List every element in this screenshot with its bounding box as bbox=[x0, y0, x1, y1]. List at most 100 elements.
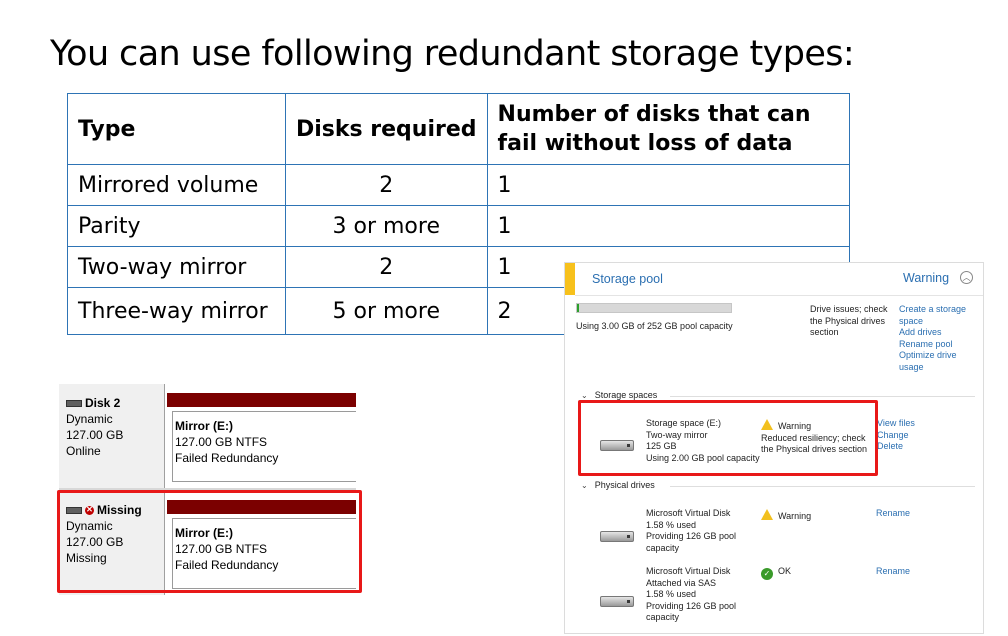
drive-status: Warning bbox=[761, 508, 811, 523]
slide-title: You can use following redundant storage … bbox=[50, 34, 855, 74]
cell-type: Two-way mirror bbox=[67, 246, 286, 288]
storage-space-actions: View files Change Delete bbox=[877, 418, 915, 453]
header-disks-required: Disks required bbox=[285, 93, 488, 165]
disk-type: Dynamic bbox=[66, 519, 113, 533]
drive-usage: 1.58 % used bbox=[646, 519, 697, 530]
disk-management-panel: Disk 2 Dynamic 127.00 GB Online Mirror (… bbox=[59, 384, 356, 595]
disk-status: Missing bbox=[66, 551, 107, 565]
add-drives-link[interactable]: Add drives bbox=[899, 327, 942, 337]
volume-name: Mirror (E:) bbox=[175, 526, 233, 540]
disk-icon bbox=[66, 506, 82, 514]
disk-label[interactable]: ✕Missing Dynamic 127.00 GB Missing bbox=[59, 491, 165, 595]
drive-capacity: Providing 126 GB pool bbox=[646, 600, 737, 611]
storage-space-usage: Using 2.00 GB pool capacity bbox=[646, 452, 760, 463]
drive-icon bbox=[600, 596, 634, 607]
volume-detail: 127.00 GB NTFS bbox=[175, 542, 268, 556]
cell-type: Three-way mirror bbox=[67, 287, 286, 335]
storage-space-highlight bbox=[578, 400, 878, 476]
cell-disks-can-fail: 1 bbox=[486, 164, 850, 206]
change-link[interactable]: Change bbox=[877, 429, 909, 440]
disk-row[interactable]: Disk 2 Dynamic 127.00 GB Online Mirror (… bbox=[59, 384, 356, 488]
header-type: Type bbox=[67, 93, 286, 165]
error-icon: ✕ bbox=[85, 505, 94, 515]
chevron-down-icon: ⌄ bbox=[581, 480, 588, 490]
disk-label[interactable]: Disk 2 Dynamic 127.00 GB Online bbox=[59, 384, 165, 488]
cell-type: Parity bbox=[67, 205, 286, 247]
pool-actions: Create a storage space Add drives Rename… bbox=[899, 304, 983, 373]
volume-region[interactable]: Mirror (E:) 127.00 GB NTFS Failed Redund… bbox=[167, 500, 356, 595]
drive-capacity: Providing 126 GB pool bbox=[646, 531, 737, 541]
header-disks-can-fail: Number of disks that can fail without lo… bbox=[486, 93, 850, 165]
table-row: Parity 3 or more 1 bbox=[67, 205, 850, 247]
drive-connection: Attached via SAS bbox=[646, 577, 717, 588]
disk-row[interactable]: ✕Missing Dynamic 127.00 GB Missing Mirro… bbox=[59, 491, 356, 595]
capacity-fill bbox=[577, 304, 579, 312]
storage-space-size: 125 GB bbox=[646, 441, 677, 451]
physical-drive-info: Microsoft Virtual Disk Attached via SAS … bbox=[646, 566, 736, 624]
volume-status: Failed Redundancy bbox=[175, 558, 279, 572]
storage-pool-panel: Storage pool Warning ︿ Using 3.00 GB of … bbox=[564, 262, 984, 634]
drive-usage: 1.58 % used bbox=[646, 589, 697, 599]
disk-divider bbox=[59, 488, 356, 491]
drive-status: ✓ OK bbox=[761, 566, 791, 580]
drive-icon bbox=[600, 440, 634, 451]
physical-drive-info: Microsoft Virtual Disk 1.58 % used Provi… bbox=[646, 508, 736, 554]
disk-size: 127.00 GB bbox=[66, 535, 124, 549]
rename-drive-link[interactable]: Rename bbox=[876, 566, 911, 576]
volume-box[interactable]: Mirror (E:) 127.00 GB NTFS Failed Redund… bbox=[172, 518, 356, 589]
ok-check-icon: ✓ bbox=[761, 567, 773, 580]
storage-pool-status[interactable]: Warning bbox=[903, 271, 950, 285]
optimize-drive-usage-link[interactable]: Optimize drive usage bbox=[899, 350, 957, 372]
drive-capacity-cont: capacity bbox=[646, 612, 680, 622]
drive-actions: Rename bbox=[876, 508, 910, 520]
table-row: Mirrored volume 2 1 bbox=[67, 164, 850, 206]
storage-spaces-section-header[interactable]: ⌄ Storage spaces bbox=[581, 390, 657, 400]
disk-type: Dynamic bbox=[66, 412, 113, 426]
volume-status: Failed Redundancy bbox=[175, 451, 279, 465]
cell-type: Mirrored volume bbox=[67, 164, 286, 206]
disk-status: Online bbox=[66, 444, 101, 458]
storage-space-name: Storage space (E:) bbox=[646, 418, 722, 428]
cell-disks-required: 2 bbox=[285, 164, 488, 206]
disk-name: Disk 2 bbox=[85, 396, 121, 410]
disk-name: Missing bbox=[97, 503, 142, 517]
cell-disks-required: 2 bbox=[285, 246, 488, 288]
table-header-row: Type Disks required Number of disks that… bbox=[67, 93, 850, 165]
status-text: OK bbox=[778, 566, 792, 576]
capacity-bar bbox=[576, 303, 732, 313]
section-divider bbox=[670, 486, 975, 487]
storage-space-status: Warning Reduced resiliency; check the Ph… bbox=[761, 418, 873, 456]
chevron-down-icon: ⌄ bbox=[581, 390, 588, 400]
drive-icon bbox=[600, 531, 634, 542]
rename-pool-link[interactable]: Rename pool bbox=[899, 338, 953, 349]
collapse-chevron-icon[interactable]: ︿ bbox=[960, 271, 973, 284]
storage-pool-title[interactable]: Storage pool bbox=[592, 272, 663, 286]
status-detail: Reduced resiliency; check the Physical d… bbox=[761, 432, 868, 455]
drive-name: Microsoft Virtual Disk bbox=[646, 566, 731, 576]
storage-space-layout: Two-way mirror bbox=[646, 429, 708, 440]
warning-icon bbox=[761, 419, 773, 430]
missing-disk-highlight bbox=[57, 490, 362, 593]
create-storage-space-link[interactable]: Create a storage space bbox=[899, 304, 967, 326]
rename-drive-link[interactable]: Rename bbox=[876, 508, 911, 518]
cell-disks-required: 5 or more bbox=[285, 287, 488, 335]
volume-box[interactable]: Mirror (E:) 127.00 GB NTFS Failed Redund… bbox=[172, 411, 356, 482]
disk-size: 127.00 GB bbox=[66, 428, 124, 442]
status-text: Warning bbox=[778, 511, 812, 521]
volume-region[interactable]: Mirror (E:) 127.00 GB NTFS Failed Redund… bbox=[167, 393, 356, 488]
volume-bar bbox=[167, 393, 356, 407]
warning-accent-bar bbox=[565, 263, 575, 295]
drive-capacity-cont: capacity bbox=[646, 542, 680, 553]
volume-bar bbox=[167, 500, 356, 514]
drive-name: Microsoft Virtual Disk bbox=[646, 508, 731, 518]
header-divider bbox=[575, 295, 983, 296]
status-text: Warning bbox=[778, 421, 812, 431]
drive-actions: Rename bbox=[876, 566, 910, 578]
section-divider bbox=[670, 396, 975, 397]
drive-issues-text: Drive issues; check the Physical drives … bbox=[810, 304, 888, 337]
physical-drives-label: Physical drives bbox=[594, 480, 655, 490]
delete-link[interactable]: Delete bbox=[877, 441, 904, 451]
view-files-link[interactable]: View files bbox=[877, 418, 915, 428]
capacity-text: Using 3.00 GB of 252 GB pool capacity bbox=[576, 321, 733, 331]
physical-drives-section-header[interactable]: ⌄ Physical drives bbox=[581, 480, 655, 490]
